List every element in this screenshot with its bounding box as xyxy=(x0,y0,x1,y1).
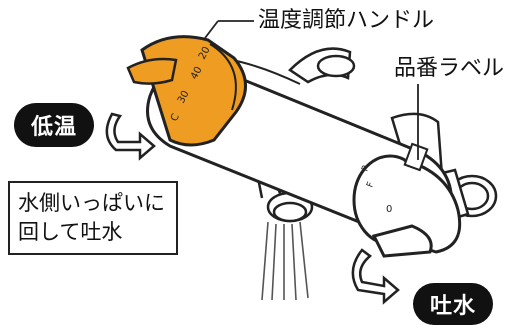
note-line-2: 回して吐水 xyxy=(18,220,123,244)
product-label-label: 品番ラベル xyxy=(394,56,505,81)
flow-mark-p: P xyxy=(360,164,371,173)
temp-mark-20: 20 xyxy=(197,45,213,61)
instruction-note: 水側いっぱいに 回して吐水 xyxy=(8,181,178,255)
low-temp-badge: 低温 xyxy=(14,103,94,147)
product-label-patch xyxy=(403,142,429,172)
flow-handle: F P 0 xyxy=(352,154,462,258)
spout-rotate-arrow xyxy=(351,248,400,305)
low-temp-rotate-arrow xyxy=(105,112,156,161)
temp-mark-40: 40 xyxy=(189,65,205,81)
temp-handle-label: 温度調節ハンドル xyxy=(258,8,435,33)
water-stream xyxy=(261,221,309,301)
temp-mark-c: C xyxy=(169,112,182,123)
spout-badge: 吐水 xyxy=(413,283,493,325)
leader-lines xyxy=(204,20,419,160)
flow-mark-f: F xyxy=(365,181,376,189)
temp-mark-30: 30 xyxy=(176,89,192,105)
temperature-handle: 40 30 C 20 xyxy=(126,35,247,147)
note-line-1: 水側いっぱいに xyxy=(18,191,165,215)
flow-mark-zero: 0 xyxy=(386,204,392,215)
